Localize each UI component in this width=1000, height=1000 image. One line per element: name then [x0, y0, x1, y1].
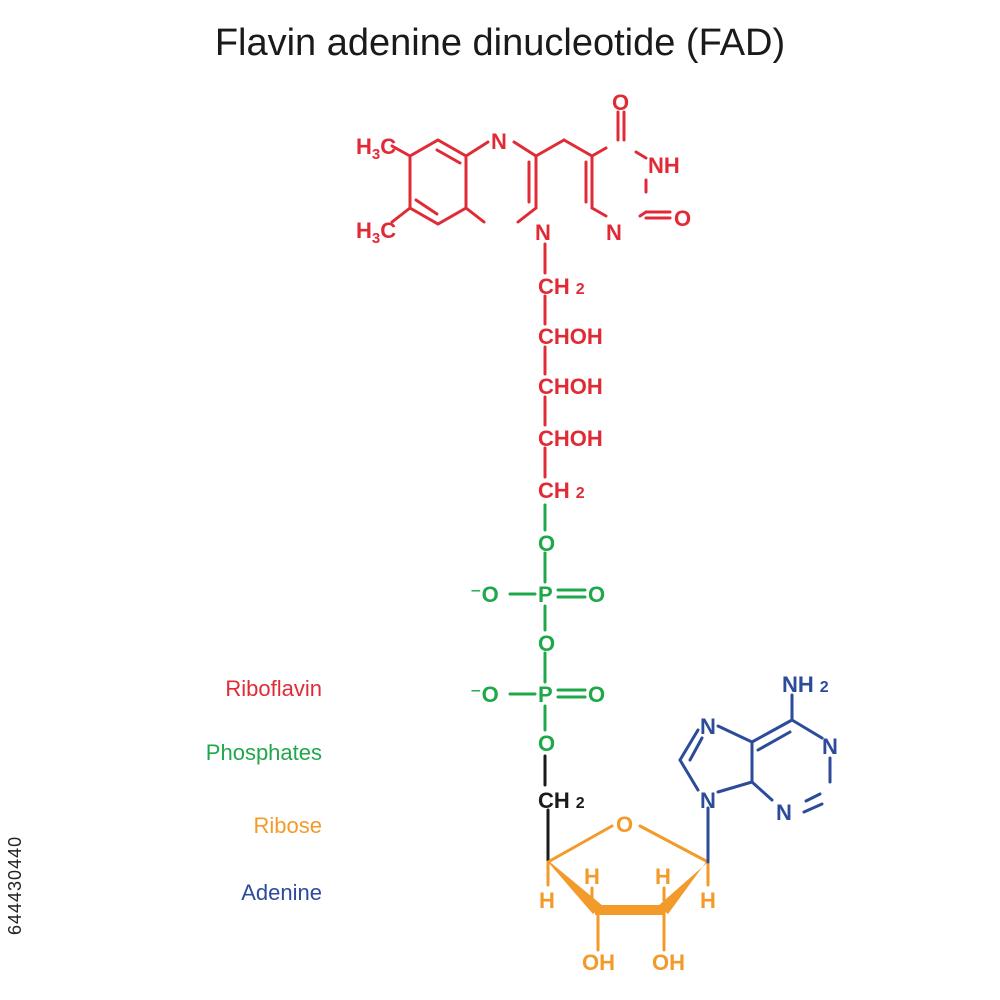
atom-n9: N	[700, 788, 716, 813]
atom-o-bridge-1: O	[538, 531, 555, 556]
atom-o-minus-2: ⁻O	[470, 682, 499, 707]
page-title: Flavin adenine dinucleotide (FAD)	[214, 22, 786, 64]
riboflavin-group	[390, 110, 672, 479]
atom-h-c2: H	[655, 864, 671, 889]
ribose-labels: O H H H H OH OH	[539, 812, 716, 975]
atom-h-c1: H	[700, 888, 716, 913]
atom-methyl-top: H3C	[356, 134, 396, 163]
atom-o-double-1: O	[588, 582, 605, 607]
atom-p-2: P	[538, 682, 553, 707]
phosphates-labels: O ⁻O P O O ⁻O P O O	[470, 531, 605, 756]
atom-choh-1: CHOH	[538, 324, 603, 349]
atom-o-bridge-2: O	[538, 631, 555, 656]
atom-o2: O	[674, 206, 691, 231]
legend-riboflavin: Riboflavin	[225, 676, 322, 701]
adenine-group	[678, 693, 832, 864]
ribose-group	[546, 824, 710, 952]
atom-p-1: P	[538, 582, 553, 607]
legend-phosphates: Phosphates	[205, 740, 322, 765]
atom-oh-c2: OH	[652, 950, 685, 975]
atom-n1: N	[606, 220, 622, 245]
ribose-wedge-right	[658, 862, 708, 914]
atom-choh-2: CHOH	[538, 374, 603, 399]
atom-ring-o: O	[616, 812, 633, 837]
legend-adenine: Adenine	[241, 880, 322, 905]
atom-oh-c3: OH	[582, 950, 615, 975]
atom-n1: N	[822, 734, 838, 759]
atom-o4: O	[612, 90, 629, 115]
atom-h-c4: H	[539, 888, 555, 913]
atom-choh-3: CHOH	[538, 426, 603, 451]
atom-o-double-2: O	[588, 682, 605, 707]
atom-o-bridge-3: O	[538, 731, 555, 756]
phosphates-group	[508, 503, 587, 732]
ribose-bold-bond	[595, 905, 665, 915]
linker-group	[543, 754, 550, 864]
atom-n10: N	[535, 220, 551, 245]
atom-n3: NH	[648, 153, 680, 178]
atom-h-c3: H	[584, 864, 600, 889]
legend-ribose: Ribose	[253, 813, 322, 838]
atom-n5: N	[491, 129, 507, 154]
atom-methyl-bottom: H3C	[356, 218, 396, 247]
atom-n7: N	[700, 714, 716, 739]
ribose-wedge-left	[548, 862, 603, 914]
atom-n3: N	[776, 800, 792, 825]
atom-o-minus-1: ⁻O	[470, 582, 499, 607]
